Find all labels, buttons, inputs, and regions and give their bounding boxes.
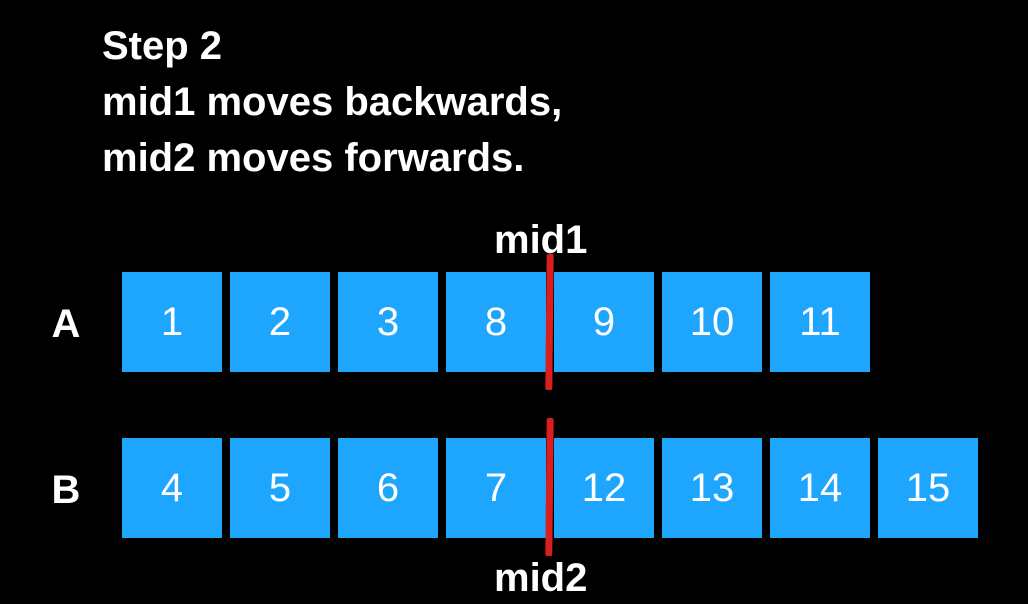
array-cell: 3 [338,272,438,372]
step-heading: Step 2 [102,24,223,68]
array-cell: 10 [662,272,762,372]
array-cell: 12 [554,438,654,538]
mid1-label: mid1 [494,218,588,262]
instruction-line-1: mid1 moves backwards, [102,80,563,124]
array-cell: 6 [338,438,438,538]
array-cell: 7 [446,438,546,538]
array-cell: 14 [770,438,870,538]
array-cell: 1 [122,272,222,372]
instruction-text: Step 2 mid1 moves backwards, mid2 moves … [102,18,562,186]
mid2-label: mid2 [494,556,588,600]
array-a-label: A [51,302,81,346]
mid1-divider [545,253,554,391]
mid2-divider [545,417,554,557]
array-cell: 8 [446,272,546,372]
instruction-line-2: mid2 moves forwards. [102,136,525,180]
array-cell: 2 [230,272,330,372]
array-b-label: B [51,468,81,512]
array-cell: 11 [770,272,870,372]
array-cell: 5 [230,438,330,538]
array-cell: 13 [662,438,762,538]
array-cell: 9 [554,272,654,372]
array-cell: 4 [122,438,222,538]
array-cell: 15 [878,438,978,538]
